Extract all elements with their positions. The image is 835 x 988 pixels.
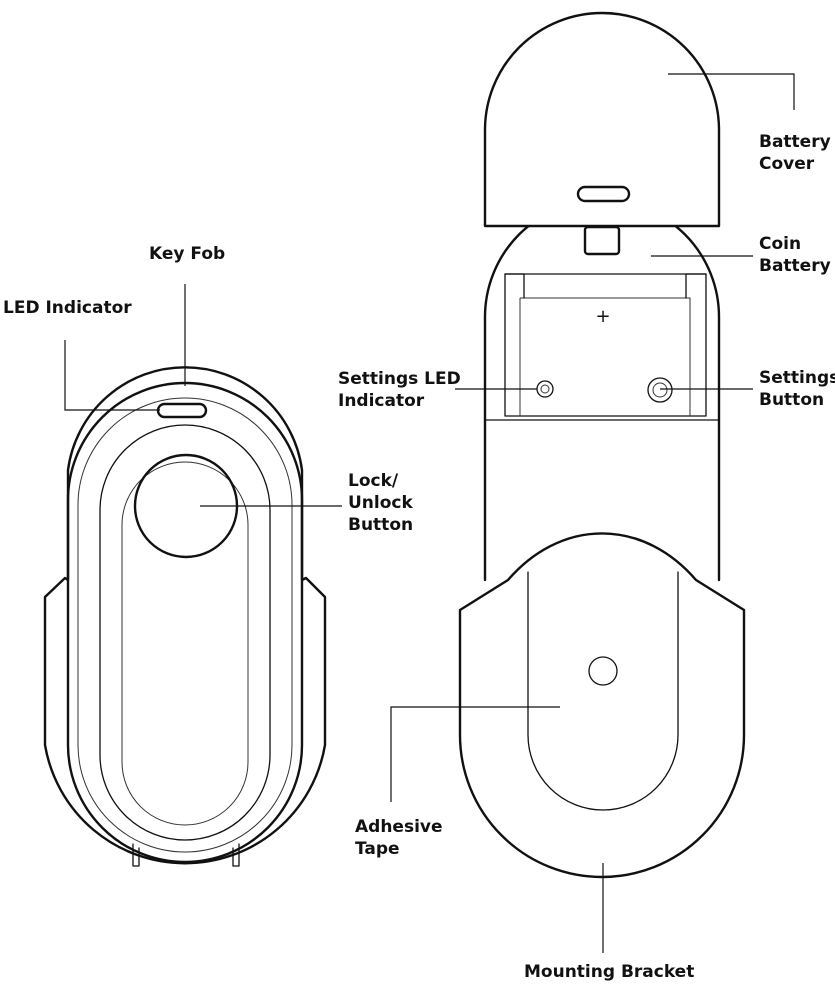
adhesive-tape-outline — [527, 571, 679, 811]
key-fob-led-slot — [156, 402, 208, 419]
label-battery-cover: Battery Cover — [759, 132, 831, 174]
settings-led-core — [540, 384, 550, 394]
label-key-fob: Key Fob — [149, 244, 226, 264]
label-coin-battery: Coin Battery — [759, 234, 831, 276]
battery-plus-mark: + — [595, 306, 610, 327]
key-fob-panel-outer — [99, 424, 271, 841]
mounting-screw-hole — [588, 656, 618, 686]
leader-battery-cover — [668, 73, 795, 110]
settings-led-shape — [536, 380, 554, 398]
label-mounting-bracket: Mounting Bracket — [524, 962, 695, 982]
leader-lines — [64, 73, 795, 953]
label-lock-unlock-button: Lock/ Unlock Button — [348, 471, 414, 535]
label-settings-button: Settings Button — [759, 368, 835, 410]
key-fob-front-view — [43, 366, 327, 867]
battery-cover-latch — [576, 185, 631, 203]
settings-button-shape — [647, 377, 673, 403]
settings-button-core — [652, 382, 668, 398]
battery-compartment — [504, 273, 707, 417]
label-adhesive-tape: Adhesive Tape — [355, 817, 443, 859]
key-fob-bracket-outline — [43, 366, 327, 865]
coin-battery-tab — [583, 225, 621, 256]
battery-compartment-inner — [519, 297, 691, 416]
label-led-indicator: LED Indicator — [3, 298, 132, 318]
mounting-bracket-outline — [458, 532, 746, 879]
leader-led-indicator — [64, 340, 160, 411]
battery-rail-left — [504, 273, 525, 299]
leader-adhesive-tape — [390, 706, 560, 802]
key-fob-bottom-clip-right — [232, 843, 240, 867]
battery-cover-outline — [483, 11, 721, 228]
key-fob-panel-inner — [121, 461, 249, 826]
key-fob-bottom-clip-left — [132, 843, 140, 867]
battery-rail-right — [685, 273, 707, 299]
key-fob-inner-rim — [77, 397, 293, 853]
bracket-assembly-view: + — [458, 11, 746, 879]
label-settings-led-indicator: Settings LED Indicator — [338, 369, 461, 411]
key-fob-body-outline — [66, 381, 304, 864]
